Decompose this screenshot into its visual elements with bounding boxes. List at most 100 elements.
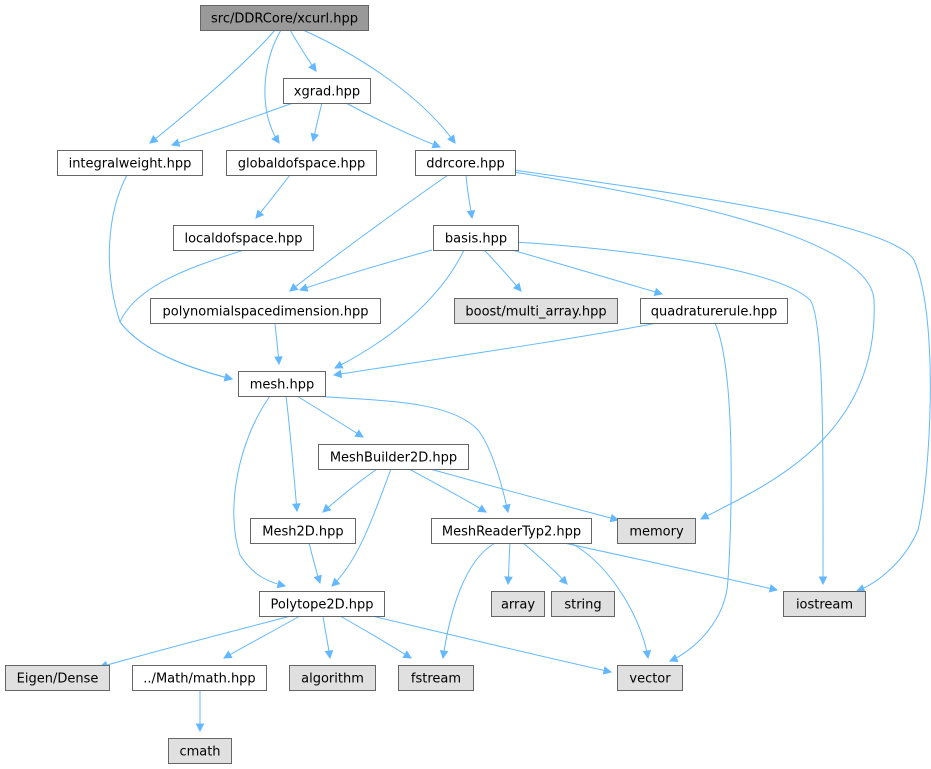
arrowhead-icon bbox=[274, 356, 283, 366]
node-localdofspace[interactable]: localdofspace.hpp bbox=[173, 225, 314, 251]
edge-line bbox=[334, 249, 465, 369]
edge-line bbox=[563, 542, 778, 591]
edge-line bbox=[483, 249, 522, 292]
node-label: fstream bbox=[411, 672, 461, 687]
node-meshreader[interactable]: MeshReaderTyp2.hpp bbox=[431, 518, 592, 544]
node-fstream: fstream bbox=[398, 665, 474, 691]
node-box bbox=[617, 518, 696, 544]
arrowhead-icon bbox=[431, 140, 442, 149]
edge-meshbuilder-to-mesh2d bbox=[322, 468, 378, 513]
arrowhead-icon bbox=[333, 360, 344, 369]
node-box bbox=[283, 78, 371, 104]
edge-line bbox=[289, 174, 449, 292]
arrowhead-icon bbox=[313, 574, 322, 585]
nodes: src/DDRCore/xcurl.hpp xgrad.hpp integralwe… bbox=[5, 5, 866, 764]
edge-line bbox=[299, 249, 433, 291]
node-xcurl[interactable]: src/DDRCore/xcurl.hpp bbox=[200, 5, 369, 31]
node-array: array bbox=[491, 591, 545, 617]
edge-polytope-to-vector bbox=[371, 615, 613, 675]
arrowhead-icon bbox=[818, 576, 828, 586]
edge-line bbox=[408, 468, 487, 513]
arrowhead-icon bbox=[668, 654, 679, 662]
node-label: Mesh2D.hpp bbox=[262, 525, 343, 540]
node-box bbox=[168, 738, 232, 764]
edge-line bbox=[264, 29, 282, 144]
node-label: Eigen/Dense bbox=[17, 672, 99, 687]
node-box bbox=[289, 665, 376, 691]
edge-ddrcore-to-basis bbox=[465, 174, 476, 220]
edge-quadrule-to-mesh bbox=[332, 322, 658, 379]
node-label: localdofspace.hpp bbox=[184, 232, 302, 247]
edge-line bbox=[331, 468, 392, 587]
arrowhead-icon bbox=[700, 511, 710, 520]
edge-basis-to-multiarray bbox=[483, 249, 522, 292]
edge-xgrad-to-ddrcore bbox=[345, 102, 442, 149]
node-polydim[interactable]: polynomialspacedimension.hpp bbox=[150, 298, 381, 324]
edge-polydim-to-mesh bbox=[274, 322, 283, 366]
node-multiarray: boost/multi_array.hpp bbox=[454, 298, 618, 324]
edge-math-to-cmath bbox=[195, 690, 205, 733]
edge-meshbuilder-to-meshreader bbox=[408, 468, 487, 513]
arrowhead-icon bbox=[855, 584, 866, 593]
node-label: Polytope2D.hpp bbox=[270, 598, 373, 613]
edge-xcurl-to-ddrcore bbox=[302, 29, 456, 144]
node-mesh2d[interactable]: Mesh2D.hpp bbox=[250, 518, 356, 544]
edge-line bbox=[302, 29, 456, 144]
node-box bbox=[640, 298, 788, 324]
edge-localdofspace-to-mesh bbox=[119, 249, 245, 382]
node-label: algorithm bbox=[301, 672, 364, 687]
node-label: cmath bbox=[179, 745, 220, 760]
edge-line bbox=[233, 395, 286, 587]
arrowhead-icon bbox=[308, 62, 317, 72]
node-polytope[interactable]: Polytope2D.hpp bbox=[259, 591, 385, 617]
node-label: boost/multi_array.hpp bbox=[465, 305, 606, 320]
node-integralweight[interactable]: integralweight.hpp bbox=[57, 150, 203, 176]
edge-line bbox=[149, 29, 276, 144]
edge-line bbox=[99, 615, 292, 668]
arrowhead-icon bbox=[324, 649, 334, 660]
node-mesh[interactable]: mesh.hpp bbox=[238, 371, 326, 397]
node-box bbox=[783, 591, 866, 617]
edge-mesh-to-meshreader bbox=[313, 395, 511, 514]
node-xgrad[interactable]: xgrad.hpp bbox=[283, 78, 371, 104]
edge-line bbox=[511, 249, 663, 295]
node-ddrcore[interactable]: ddrcore.hpp bbox=[415, 150, 516, 176]
edge-line bbox=[522, 542, 568, 585]
node-globaldofspace[interactable]: globaldofspace.hpp bbox=[226, 150, 377, 176]
node-memory: memory bbox=[617, 518, 696, 544]
node-label: quadraturerule.hpp bbox=[651, 305, 777, 320]
node-meshbuilder[interactable]: MeshBuilder2D.hpp bbox=[318, 444, 469, 470]
node-label: src/DDRCore/xcurl.hpp bbox=[211, 12, 358, 27]
node-basis[interactable]: basis.hpp bbox=[433, 225, 519, 251]
edge-xgrad-to-globaldofspace bbox=[310, 102, 323, 143]
edge-line bbox=[339, 615, 412, 659]
edge-meshreader-to-string bbox=[522, 542, 568, 585]
node-eigen: Eigen/Dense bbox=[5, 665, 110, 691]
node-label: polynomialspacedimension.hpp bbox=[163, 305, 369, 320]
edge-basis-to-iostream bbox=[514, 241, 828, 586]
edge-mesh-to-polytope bbox=[233, 395, 287, 589]
edge-quadrule-to-vector bbox=[668, 322, 732, 662]
node-box bbox=[226, 150, 377, 176]
node-box bbox=[200, 5, 369, 31]
node-math[interactable]: ../Math/math.hpp bbox=[132, 665, 267, 691]
arrowhead-icon bbox=[332, 369, 343, 379]
node-label: xgrad.hpp bbox=[294, 85, 360, 100]
arrowhead-icon bbox=[310, 132, 319, 143]
node-box bbox=[431, 518, 592, 544]
edge-line bbox=[223, 615, 301, 659]
arrowhead-icon bbox=[477, 504, 487, 513]
edge-meshreader-to-vector bbox=[570, 542, 652, 660]
edge-meshreader-to-fstream bbox=[439, 542, 496, 660]
edge-mesh-to-mesh2d bbox=[285, 395, 301, 513]
edge-line bbox=[119, 249, 245, 380]
arrowhead-icon bbox=[354, 429, 364, 438]
node-box bbox=[132, 665, 267, 691]
node-label: globaldofspace.hpp bbox=[238, 157, 365, 172]
node-label: memory bbox=[629, 525, 684, 540]
node-quadrule[interactable]: quadraturerule.hpp bbox=[640, 298, 788, 324]
node-box bbox=[5, 665, 110, 691]
edge-line bbox=[669, 322, 732, 662]
edge-polytope-to-fstream bbox=[339, 615, 412, 659]
edge-xcurl-to-globaldofspace bbox=[264, 29, 282, 144]
